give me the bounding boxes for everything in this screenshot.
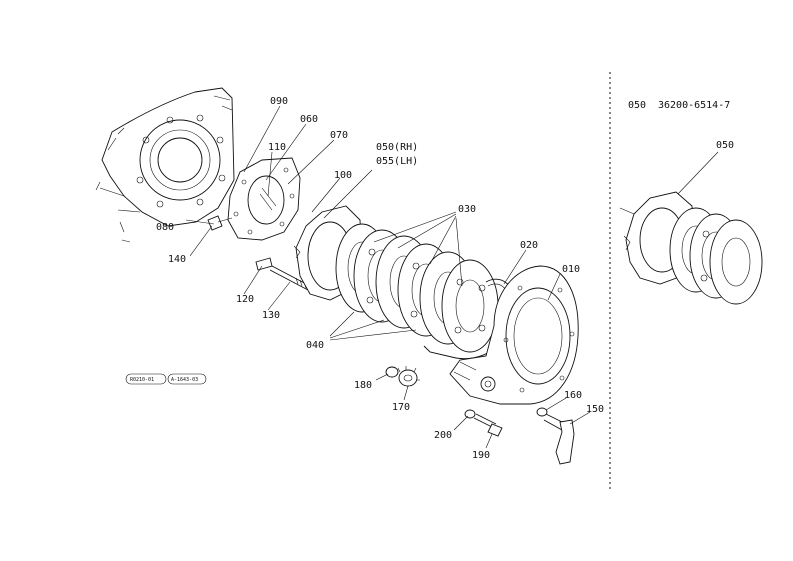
leader-lines (185, 105, 719, 449)
release-lever-150 (543, 413, 575, 465)
reference-callout-050: 050 (716, 140, 734, 151)
stamp-right: A-1643-03 (171, 377, 198, 383)
callout-130: 130 (262, 310, 280, 321)
callout-120: 120 (236, 294, 254, 305)
reference-panel: 050 36200-6514-7 050 (619, 100, 763, 305)
washer-200-part (464, 409, 476, 419)
callout-030: 030 (458, 204, 476, 215)
callout-040: 040 (306, 340, 324, 351)
callout-055-lh: 055(LH) (376, 156, 418, 167)
flywheel-housing-plate (227, 157, 301, 241)
snap-ring-180-part (385, 366, 399, 378)
pin-120-part (255, 257, 273, 271)
callout-050-rh: 050(RH) (376, 142, 418, 153)
bearing-170-part (397, 366, 420, 387)
callout-090: 090 (270, 96, 288, 107)
callout-150: 150 (586, 404, 604, 415)
callout-170: 170 (392, 402, 410, 413)
callout-110: 110 (268, 142, 286, 153)
clutch-housing (449, 265, 579, 405)
engine-housing (95, 87, 235, 243)
callout-080: 080 (156, 222, 174, 233)
callout-140: 140 (168, 254, 186, 265)
clutch-disc (441, 259, 499, 353)
bolt-190-part (473, 413, 503, 437)
drawing-stamps: R0210-01 A-1643-03 (125, 373, 207, 385)
callout-180: 180 (354, 380, 372, 391)
stamp-left: R0210-01 (130, 377, 154, 383)
callout-060: 060 (300, 114, 318, 125)
reference-number: 050 (628, 100, 646, 111)
callout-070: 070 (330, 130, 348, 141)
reference-disc-stack (669, 207, 763, 305)
callout-160: 160 (564, 390, 582, 401)
collar-160-part (536, 407, 548, 417)
callout-labels: 090 060 110 070 050(RH) 055(LH) 100 030 … (156, 96, 604, 461)
clutch-disc-stack (335, 223, 499, 353)
reference-part-number: 36200-6514-7 (658, 100, 730, 111)
callout-010: 010 (562, 264, 580, 275)
callout-020: 020 (520, 240, 538, 251)
callout-100: 100 (334, 170, 352, 181)
callout-200: 200 (434, 430, 452, 441)
callout-190: 190 (472, 450, 490, 461)
